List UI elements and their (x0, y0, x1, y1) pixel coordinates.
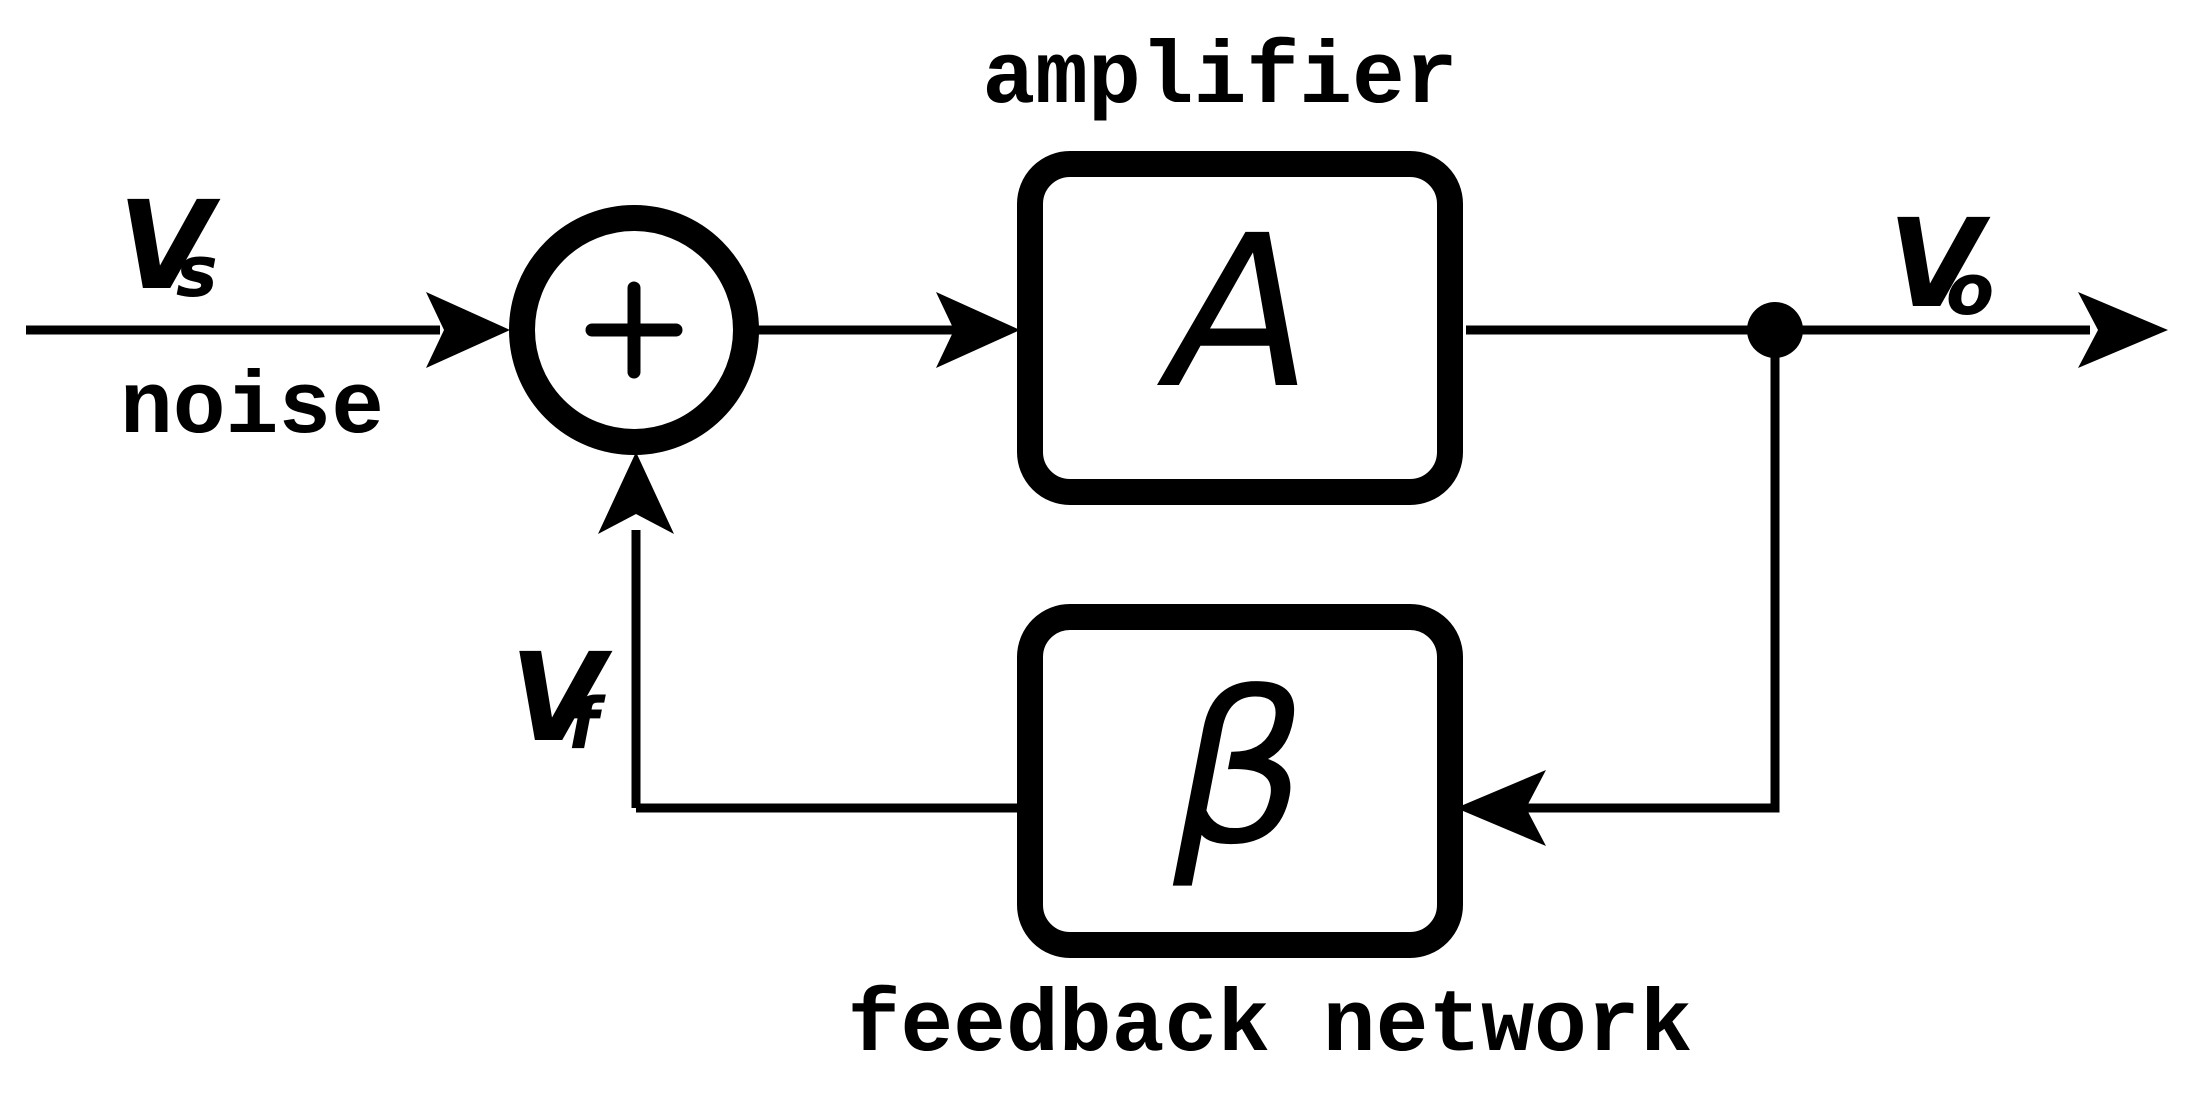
amplifier-input-arrowhead (936, 292, 1020, 368)
output-signal-label: V o (1888, 193, 1994, 335)
noise-label: noise (120, 360, 384, 459)
feedback-box (1017, 604, 1463, 958)
output-signal-main: V (1888, 193, 1991, 335)
feedback-input-arrowhead (1456, 770, 1546, 846)
feedback-block: β (1017, 604, 1463, 958)
feedback-network-label: feedback network (848, 978, 1693, 1077)
output-signal-subscript: o (1946, 249, 1994, 331)
input-signal-label: V s (118, 175, 221, 317)
feedback-factor-symbol: β (1172, 647, 1307, 892)
node-to-feedback-wire (1520, 330, 1780, 813)
amplifier-block: A (1017, 151, 1463, 505)
output-arrowhead (2078, 292, 2168, 368)
branch-node (1747, 302, 1803, 358)
input-signal-subscript: s (176, 231, 218, 313)
summing-junction (509, 205, 759, 455)
amplifier-gain-symbol: A (1156, 190, 1312, 435)
amplifier-label: amplifier (982, 30, 1457, 129)
summer-feedback-arrowhead (598, 452, 674, 534)
input-arrowhead (426, 292, 510, 368)
amplifier-box (1017, 151, 1463, 505)
feedback-signal-main: V (510, 627, 613, 769)
feedback-signal-label: V f (510, 627, 613, 769)
input-signal-main: V (118, 175, 221, 317)
